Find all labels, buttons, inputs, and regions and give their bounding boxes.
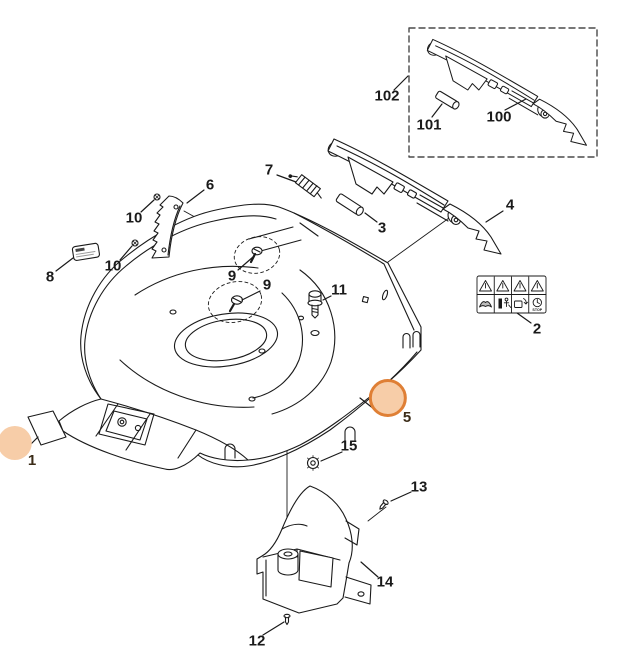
leader-line-9b — [241, 290, 261, 301]
rating-label-drawing — [71, 242, 100, 261]
part-number-label: 12 — [248, 632, 266, 650]
highlight-circle — [369, 379, 407, 417]
part-number-label: 14 — [376, 573, 394, 591]
pin-3-drawing — [335, 193, 364, 216]
part-number-label: 1 — [27, 451, 37, 469]
part-callout-15[interactable]: 15 — [341, 439, 358, 454]
screws-10-drawing — [131, 193, 161, 247]
leader-line-102 — [393, 75, 409, 91]
leader-line-11 — [322, 295, 332, 301]
part-callout-2[interactable]: 2 — [533, 322, 541, 337]
part-number-label: 2 — [532, 320, 542, 338]
highlight-circle — [0, 426, 32, 460]
handle-bracket-4-drawing — [325, 138, 502, 255]
part-number-label: 11 — [331, 281, 347, 299]
leader-line-14 — [360, 561, 379, 578]
leader-line-10a — [140, 199, 155, 213]
bolt-11-drawing — [307, 290, 323, 319]
part-callout-13[interactable]: 13 — [411, 480, 428, 495]
part-callout-3[interactable]: 3 — [378, 221, 386, 236]
part-number-label: 102 — [374, 87, 400, 105]
leader-line-6 — [186, 189, 205, 204]
part-number-label: 10 — [125, 209, 143, 227]
inset-dashed-box — [408, 27, 598, 158]
stop-text: STOP — [532, 308, 542, 312]
part-callout-14[interactable]: 14 — [377, 575, 394, 590]
nut-15-drawing — [306, 455, 320, 471]
part-callout-102[interactable]: 102 — [374, 89, 399, 104]
part-number-label: 13 — [410, 478, 428, 496]
handle-bracket-100-drawing — [424, 38, 587, 146]
part-callout-11[interactable]: 11 — [331, 283, 347, 298]
screw-12-drawing — [283, 613, 291, 626]
leader-line-12 — [262, 621, 285, 636]
leader-line-3 — [364, 212, 378, 223]
leader-line-8 — [55, 257, 74, 272]
screw-13-drawing — [379, 499, 389, 510]
part-callout-5[interactable]: 5 — [365, 379, 412, 436]
leader-line-10b — [119, 245, 133, 261]
part-number-label: 9 — [262, 276, 272, 294]
deflector-14-drawing — [256, 485, 372, 614]
part-callout-10a[interactable]: 10 — [126, 211, 143, 226]
part-callout-8[interactable]: 8 — [46, 270, 54, 285]
leader-line-2 — [516, 312, 532, 324]
part-number-label: 9 — [227, 267, 237, 285]
part-callout-10b[interactable]: 10 — [105, 259, 122, 274]
part-callout-12[interactable]: 12 — [249, 634, 266, 649]
part-callout-101[interactable]: 101 — [416, 118, 441, 133]
leader-line-15 — [320, 451, 343, 462]
leader-line-9a — [237, 256, 254, 271]
part-number-label: 7 — [264, 161, 274, 179]
screws-9-drawing — [207, 236, 281, 323]
part-callout-4[interactable]: 4 — [506, 198, 514, 213]
warning-label-drawing: STOP — [476, 275, 547, 314]
leader-line-4 — [485, 210, 504, 223]
part-number-label: 8 — [45, 268, 55, 286]
leader-line-100 — [504, 98, 527, 111]
part-number-label: 3 — [377, 219, 387, 237]
leader-line-7 — [276, 174, 297, 183]
part-number-label: 6 — [205, 176, 215, 194]
part-callout-100[interactable]: 100 — [486, 110, 511, 125]
part-callout-9a[interactable]: 9 — [228, 269, 236, 284]
leader-line-13 — [390, 491, 412, 502]
part-callout-6[interactable]: 6 — [206, 178, 214, 193]
info-label-drawing — [27, 410, 67, 446]
part-number-label: 15 — [340, 437, 358, 455]
part-number-label: 4 — [505, 196, 515, 214]
leader-line-101 — [431, 103, 443, 118]
part-callout-1[interactable]: 1 — [0, 426, 37, 477]
spring-drawing — [288, 174, 322, 199]
part-callout-7[interactable]: 7 — [265, 163, 273, 178]
part-number-label: 10 — [104, 257, 122, 275]
pin-101-drawing — [435, 90, 460, 110]
part-number-label: 101 — [416, 116, 442, 134]
part-number-label: 5 — [402, 408, 412, 426]
part-number-label: 100 — [486, 108, 512, 126]
height-adjuster-bracket-drawing — [151, 195, 184, 259]
part-callout-9b[interactable]: 9 — [263, 278, 271, 293]
